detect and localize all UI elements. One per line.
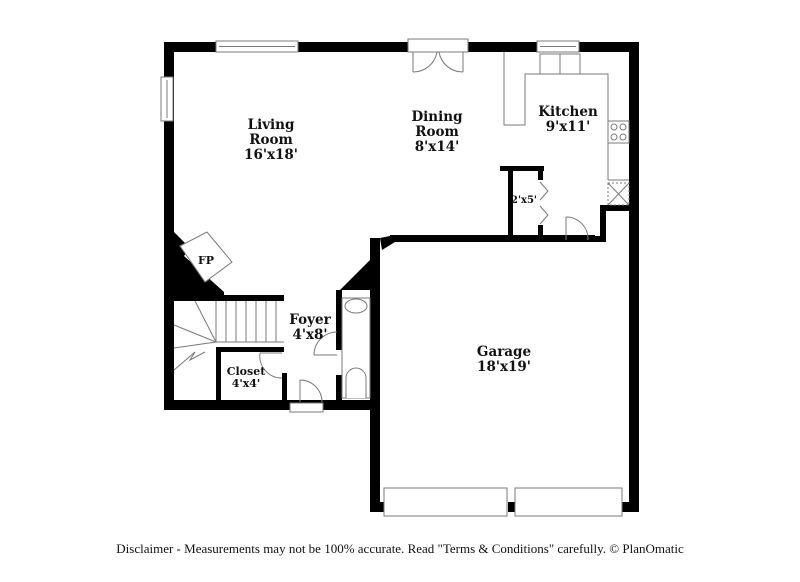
pantry-dimensions: 2'x5' bbox=[510, 195, 538, 206]
garage-name: Garage bbox=[476, 344, 532, 360]
doors bbox=[259, 51, 589, 403]
kitchen-name: Kitchen bbox=[538, 104, 598, 120]
living-room-name-2: Room bbox=[249, 132, 293, 148]
closet-label: Closet 4'x4' bbox=[227, 366, 266, 390]
kitchen-fixtures bbox=[503, 52, 630, 206]
dining-room-label: Dining Room 8'x14' bbox=[411, 110, 462, 155]
bath-fixtures bbox=[341, 297, 371, 399]
garage-label: Garage 18'x19' bbox=[477, 345, 531, 375]
dining-room-dimensions: 8'x14' bbox=[414, 139, 460, 155]
kitchen-label: Kitchen 9'x11' bbox=[538, 105, 598, 135]
dining-room-name-2: Room bbox=[415, 124, 459, 140]
living-room-dimensions: 16'x18' bbox=[244, 147, 298, 163]
living-room-label: Living Room 16'x18' bbox=[244, 118, 298, 163]
living-room-name-1: Living bbox=[247, 117, 295, 133]
kitchen-dimensions: 9'x11' bbox=[545, 119, 591, 135]
foyer-dimensions: 4'x8' bbox=[292, 327, 328, 343]
fireplace-name: FP bbox=[197, 254, 215, 267]
windows bbox=[160, 38, 623, 517]
dining-room-name-1: Dining bbox=[411, 109, 463, 125]
stairs bbox=[173, 300, 284, 371]
fireplace-label: FP bbox=[198, 255, 214, 267]
foyer-label: Foyer 4'x8' bbox=[289, 313, 330, 343]
garage-dimensions: 18'x19' bbox=[477, 359, 531, 375]
pantry-label: 2'x5' bbox=[511, 195, 537, 206]
closet-dimensions: 4'x4' bbox=[231, 377, 261, 390]
exterior-walls bbox=[164, 42, 639, 512]
fireplace bbox=[179, 231, 233, 283]
foyer-name: Foyer bbox=[289, 312, 331, 328]
disclaimer-text: Disclaimer - Measurements may not be 100… bbox=[116, 541, 684, 556]
closet-name: Closet bbox=[226, 365, 266, 378]
